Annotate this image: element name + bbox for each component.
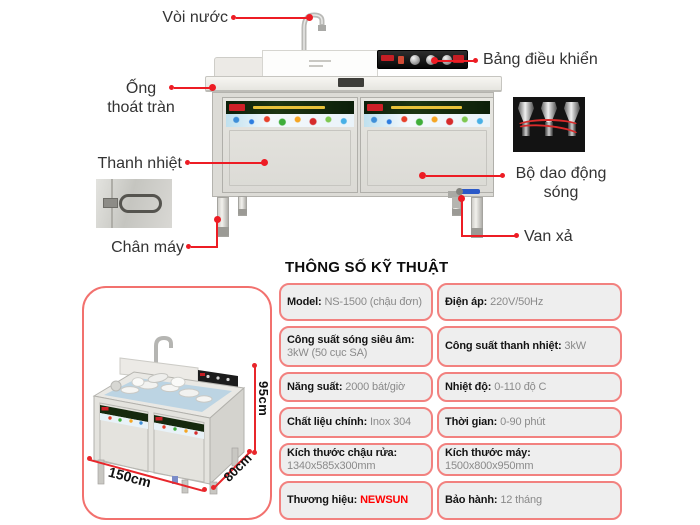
specs-title: THÔNG SỐ KỸ THUẬT xyxy=(285,259,449,276)
machine-leg xyxy=(471,197,483,238)
door-banner xyxy=(364,101,490,127)
callout-label: Bộ dao động sóng xyxy=(515,165,607,201)
panel-badge xyxy=(453,55,464,63)
left-door xyxy=(222,97,358,193)
right-door xyxy=(360,97,494,193)
dimension-label-height: 95cm xyxy=(256,381,271,417)
specs-table: Model: NS-1500 (chậu đơn) Điện áp: 220V/… xyxy=(279,283,622,520)
spec-cell-temperature: Nhiệt độ: 0-110 độ C xyxy=(437,372,622,402)
spec-cell-capacity: Năng suất: 2000 bát/giờ xyxy=(279,372,433,402)
callout-label: Thanh nhiệt xyxy=(97,155,182,172)
panel-logo xyxy=(381,55,394,61)
spec-cell-material: Chất liệu chính: Inox 304 xyxy=(279,407,433,438)
spec-cell-time: Thời gian: 0-90 phút xyxy=(437,407,622,438)
machine-leg xyxy=(238,196,247,216)
drain-valve-nut xyxy=(456,188,463,195)
cabinet-body xyxy=(212,92,494,197)
callout-label: Ống thoát tràn xyxy=(107,80,175,116)
sink-top xyxy=(262,50,378,77)
spec-cell-model: Model: NS-1500 (chậu đơn) xyxy=(279,283,433,321)
backsplash xyxy=(214,57,264,77)
drain-valve-handle xyxy=(459,189,480,194)
spec-cell-brand: Thương hiệu: NEWSUN xyxy=(279,481,433,520)
callout-label: Chân máy xyxy=(111,239,184,256)
heating-coil-icon xyxy=(119,194,162,213)
door-banner xyxy=(226,101,354,127)
drain-valve-pipe xyxy=(452,197,459,208)
spec-cell-machine-size: Kích thước máy: 1500x800x950mm xyxy=(437,443,622,476)
drain-valve xyxy=(448,191,462,198)
heating-rod-photo xyxy=(96,179,172,228)
red-wire-icon xyxy=(515,119,581,135)
control-panel xyxy=(377,50,468,69)
callout-label: Bảng điều khiển xyxy=(483,51,598,68)
callout-label: Van xả xyxy=(524,228,573,245)
spec-cell-ultrasonic-power: Công suất sóng siêu âm: 3kW (50 cục SA) xyxy=(279,326,433,367)
spec-cell-voltage: Điện áp: 220V/50Hz xyxy=(437,283,622,321)
panel-knob xyxy=(410,55,420,65)
machine-thumbnail xyxy=(92,335,246,495)
brand-plate xyxy=(338,78,364,87)
spec-cell-heater-power: Công suất thanh nhiệt: 3kW xyxy=(437,326,622,367)
wave-oscillator-photo xyxy=(513,97,585,152)
panel-switch xyxy=(398,56,404,64)
spec-cell-sink-size: Kích thước chậu rửa: 1340x585x300mm xyxy=(279,443,433,476)
callout-label: Vòi nước xyxy=(162,9,228,26)
spec-cell-warranty: Bảo hành: 12 tháng xyxy=(437,481,622,520)
